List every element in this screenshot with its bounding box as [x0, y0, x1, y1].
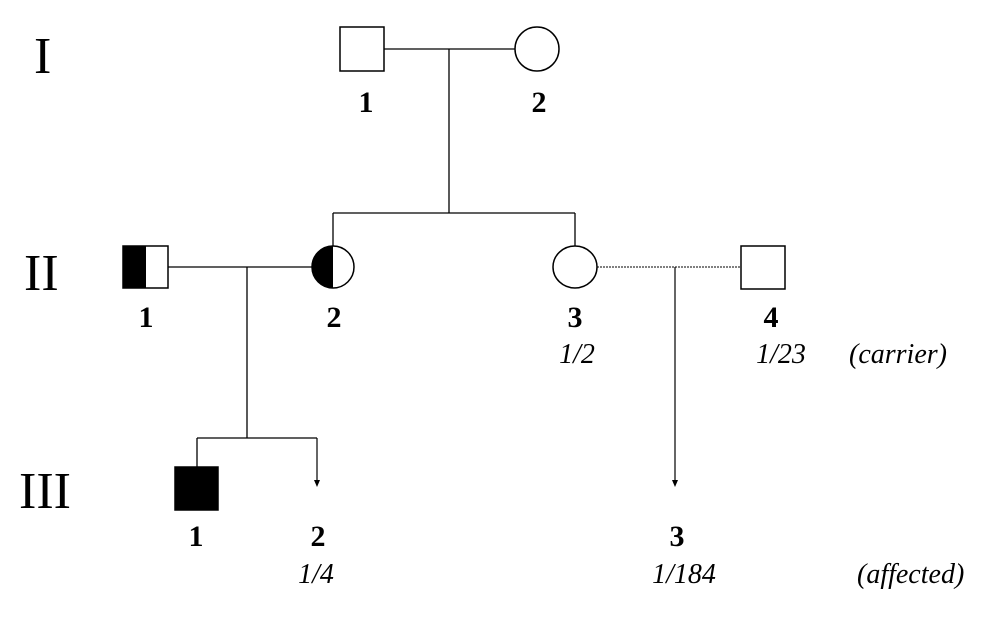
- generation-label-I: I: [34, 28, 52, 85]
- arrow-III3: [672, 480, 678, 487]
- individual-II2-number: 2: [326, 301, 342, 334]
- individual-III1-number: 1: [188, 520, 204, 553]
- individual-II1-number: 1: [138, 301, 154, 334]
- generation-label-III: III: [19, 463, 71, 520]
- individual-II1-square: [122, 245, 169, 289]
- generation-label-II: II: [24, 245, 59, 302]
- individual-III2-number: 2: [310, 520, 326, 553]
- note-affected: (affected): [857, 559, 965, 590]
- individual-I2-circle: [514, 26, 560, 72]
- individual-II2-circle: [311, 245, 355, 289]
- individual-III3-number: 3: [669, 520, 685, 553]
- individual-II4-probability: 1/23: [756, 339, 806, 370]
- individual-II3-probability: 1/2: [559, 339, 595, 370]
- individual-III3-probability: 1/184: [652, 559, 716, 590]
- individual-I2-number: 2: [531, 86, 547, 119]
- arrow-III2: [314, 480, 320, 487]
- individual-II3-number: 3: [567, 301, 583, 334]
- individual-III1-square: [174, 466, 219, 511]
- individual-II4-number: 4: [763, 301, 779, 334]
- individual-II4-square: [740, 245, 786, 290]
- individual-III2-probability: 1/4: [298, 559, 334, 590]
- individual-I1-number: 1: [358, 86, 374, 119]
- note-carrier: (carrier): [849, 339, 947, 370]
- individual-II3-circle: [552, 245, 598, 289]
- individual-I1-square: [339, 26, 385, 72]
